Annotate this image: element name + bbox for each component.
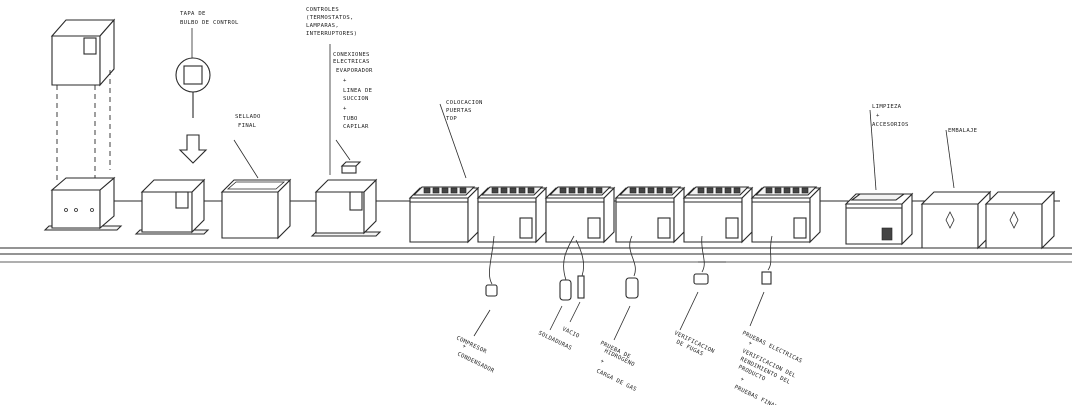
label-controles-3: LAMPARAS,	[306, 23, 339, 29]
grille-cabinet-4	[616, 187, 684, 242]
label-limpieza-3: ACCESORIOS	[872, 122, 909, 128]
label-conexiones: CONEXIONES ELECTRICAS EVAPORADOR + LINEA…	[333, 52, 373, 130]
label-embalaje: EMBALAJE	[948, 128, 978, 134]
label-conexiones-1: CONEXIONES	[333, 52, 370, 58]
grille-cabinet-1	[410, 187, 478, 242]
label-colocacion-1: COLOCACION	[446, 100, 483, 106]
label-tapa-bulbo: TAPA DE BULBO DE CONTROL	[180, 11, 239, 26]
grille-cabinet-2	[478, 187, 546, 242]
conveyor-rail	[0, 248, 1072, 262]
label-hidrogeno-4: CARGA DE GAS	[595, 368, 637, 393]
label-conexiones-8: TUBO	[343, 116, 358, 122]
label-colocacion-3: TOP	[446, 116, 457, 122]
label-embalaje-1: EMBALAJE	[948, 128, 978, 134]
label-pruebas: PRUEBAS ELECTRICAS + VERIFICACION DEL RE…	[733, 330, 803, 405]
label-sellado-2: FINAL	[238, 123, 257, 129]
label-limpieza-1: LIMPIEZA	[872, 104, 902, 110]
label-limpieza-2: +	[876, 113, 880, 119]
grille-cabinet-5	[684, 187, 752, 242]
label-colocacion-2: PUERTAS	[446, 108, 472, 114]
label-pruebas-6: +	[739, 376, 745, 383]
label-conexiones-9: CAPILAR	[343, 124, 369, 130]
station-cabinet-assembly	[45, 20, 121, 230]
label-conexiones-6: SUCCION	[343, 96, 369, 102]
label-colocacion: COLOCACION PUERTAS TOP	[440, 100, 483, 178]
part-soldadura-vacio	[550, 236, 584, 330]
label-conexiones-7: +	[343, 106, 347, 112]
grille-cabinet-3	[546, 187, 614, 242]
label-vacio-1: VACIO	[561, 326, 580, 340]
label-hidrogeno-3: +	[599, 358, 605, 365]
label-conexiones-4: +	[343, 78, 347, 84]
label-compresor-3: CONDENSADOR	[456, 351, 495, 374]
label-pruebas-7: PRUEBAS FINALES	[733, 384, 785, 405]
grille-cabinet-6	[752, 187, 820, 242]
station-embalaje	[922, 130, 1054, 248]
label-conexiones-2: ELECTRICAS	[333, 59, 370, 65]
label-tapa-bulbo-2: BULBO DE CONTROL	[180, 20, 239, 26]
label-compresor: COMPRESOR + CONDENSADOR	[455, 335, 495, 374]
label-hidrogeno: PRUEBA DE HIDROGENO + CARGA DE GAS	[595, 340, 637, 393]
part-pruebas	[750, 236, 772, 326]
part-hidrogeno	[614, 236, 638, 340]
part-fugas	[680, 236, 726, 330]
label-controles-1: CONTROLES	[306, 7, 339, 13]
label-conexiones-5: LINEA DE	[343, 88, 373, 94]
station-cabinet-2	[136, 180, 208, 234]
station-tapa-bulbo	[176, 28, 210, 163]
station-sellado-final	[222, 140, 290, 238]
label-controles-2: (TERMOSTATOS,	[306, 15, 354, 21]
label-sellado-1: SELLADO	[235, 114, 261, 120]
grille-stations	[410, 187, 820, 242]
label-fugas: VERIFICACION DE FUGAS	[673, 330, 715, 357]
label-controles-4: INTERRUPTORES)	[306, 31, 357, 37]
label-sellado-final: SELLADO FINAL	[235, 114, 261, 129]
label-limpieza: LIMPIEZA + ACCESORIOS	[872, 104, 909, 128]
part-compresor	[474, 236, 497, 336]
label-compresor-2: +	[461, 343, 467, 350]
label-conexiones-3: EVAPORADOR	[336, 68, 373, 74]
label-tapa-bulbo-1: TAPA DE	[180, 11, 206, 17]
label-controles: CONTROLES (TERMOSTATOS, LAMPARAS, INTERR…	[306, 7, 357, 37]
station-limpieza	[846, 110, 912, 244]
label-pruebas-2: +	[747, 340, 753, 347]
label-vacio: VACIO	[561, 326, 580, 340]
